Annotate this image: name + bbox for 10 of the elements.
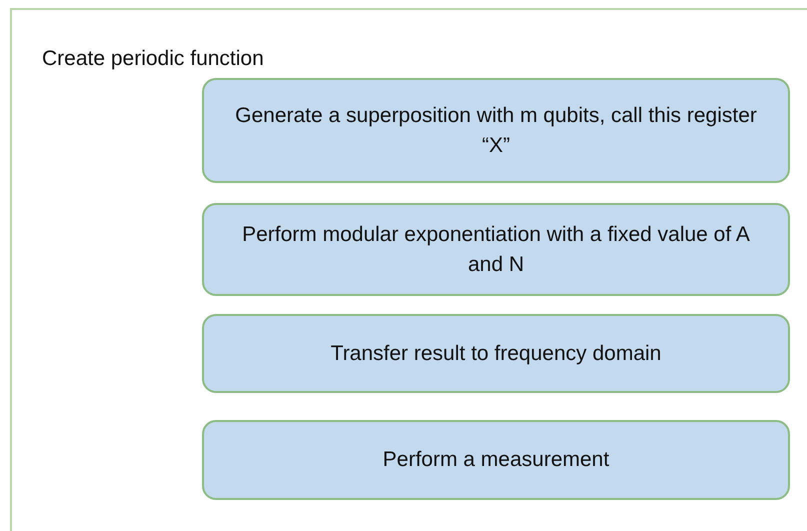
step-text: Generate a superposition with m qubits, call this register “X” (234, 103, 758, 158)
process-box (202, 203, 790, 296)
process-box (202, 420, 790, 500)
group-panel (10, 8, 807, 531)
step-text: Transfer result to frequency domain (330, 340, 662, 367)
process-box (202, 78, 790, 183)
group-title: Create periodic function (42, 46, 264, 72)
step-text: Perform modular exponentiation with a fixed value of A and N (241, 222, 751, 278)
step-text: Perform a measurement (382, 447, 610, 474)
process-box (202, 314, 790, 393)
